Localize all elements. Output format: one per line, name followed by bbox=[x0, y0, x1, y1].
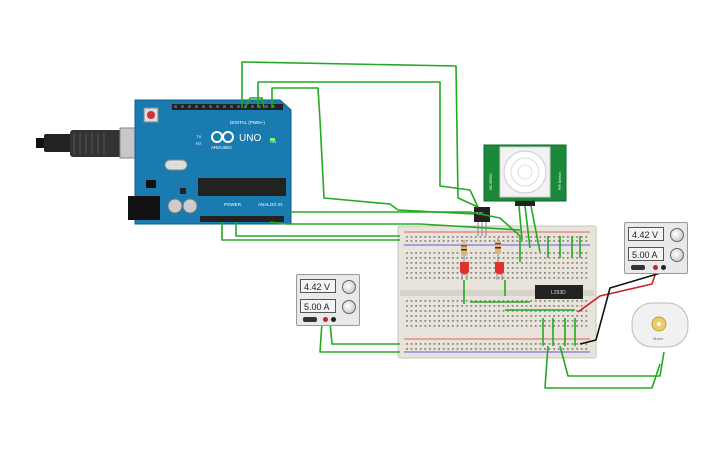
rx-label: RX bbox=[196, 141, 202, 146]
psu-right-terminal-negative[interactable] bbox=[661, 265, 666, 270]
breadboard[interactable] bbox=[397, 225, 597, 359]
uno-label: UNO bbox=[239, 133, 261, 144]
psu-right-switch-icon[interactable] bbox=[631, 265, 645, 270]
l293d-chip[interactable]: L293D bbox=[535, 285, 583, 299]
atmega-chip bbox=[198, 178, 286, 196]
pir-label-right: PIR Sensor bbox=[558, 171, 562, 190]
resistor-1[interactable] bbox=[461, 240, 467, 262]
on-label: ON bbox=[270, 139, 276, 144]
power-supply-right[interactable]: 4.42 V 5.00 A bbox=[624, 222, 688, 274]
tx-label: TX bbox=[196, 134, 201, 139]
psu-left-switch-icon[interactable] bbox=[303, 317, 317, 322]
dc-motor[interactable]: Motor bbox=[631, 302, 689, 348]
psu-left-current-display: 5.00 A bbox=[300, 299, 336, 313]
power-wires bbox=[577, 271, 665, 345]
psu-right-voltage-knob[interactable] bbox=[670, 228, 684, 242]
pir-sensor[interactable]: HC-SR501 PIR Sensor bbox=[483, 144, 567, 206]
l293d-label: L293D bbox=[551, 290, 566, 296]
pir-label-left: HC-SR501 bbox=[489, 173, 493, 190]
digital-pwm-label: DIGITAL (PWM~) bbox=[230, 120, 265, 125]
crystal bbox=[164, 159, 188, 171]
motor-label: Motor bbox=[653, 336, 664, 341]
psu-left-voltage-knob[interactable] bbox=[342, 280, 356, 294]
psu-right-terminal-positive[interactable] bbox=[653, 265, 658, 270]
power-label: POWER bbox=[224, 202, 242, 207]
psu-left-voltage-display: 4.42 V bbox=[300, 279, 336, 293]
psu-left-terminal-negative[interactable] bbox=[331, 317, 336, 322]
psu-left-current-knob[interactable] bbox=[342, 300, 356, 314]
led-red-1[interactable] bbox=[460, 262, 469, 280]
power-supply-left[interactable]: 4.42 V 5.00 A bbox=[296, 274, 360, 326]
resistor-2[interactable] bbox=[495, 238, 501, 262]
psu-right-current-display: 5.00 A bbox=[628, 247, 664, 261]
psu-right-voltage-display: 4.42 V bbox=[628, 227, 664, 241]
wires bbox=[221, 61, 665, 389]
psu-left-terminal-positive[interactable] bbox=[323, 317, 328, 322]
arduino-logo-icon bbox=[211, 131, 234, 143]
pir-dome-icon bbox=[503, 150, 547, 194]
arduino-logo-text: ARDUINO bbox=[211, 145, 232, 150]
psu-right-current-knob[interactable] bbox=[670, 248, 684, 262]
analog-in-label: ANALOG IN bbox=[258, 202, 283, 207]
power-jack bbox=[128, 196, 160, 220]
arduino-uno-board[interactable]: DIGITAL (PWM~) UNO ARDUINO TX RX ON POWE… bbox=[128, 99, 292, 225]
led-red-2[interactable] bbox=[495, 262, 504, 280]
usb-cable[interactable] bbox=[36, 127, 147, 159]
